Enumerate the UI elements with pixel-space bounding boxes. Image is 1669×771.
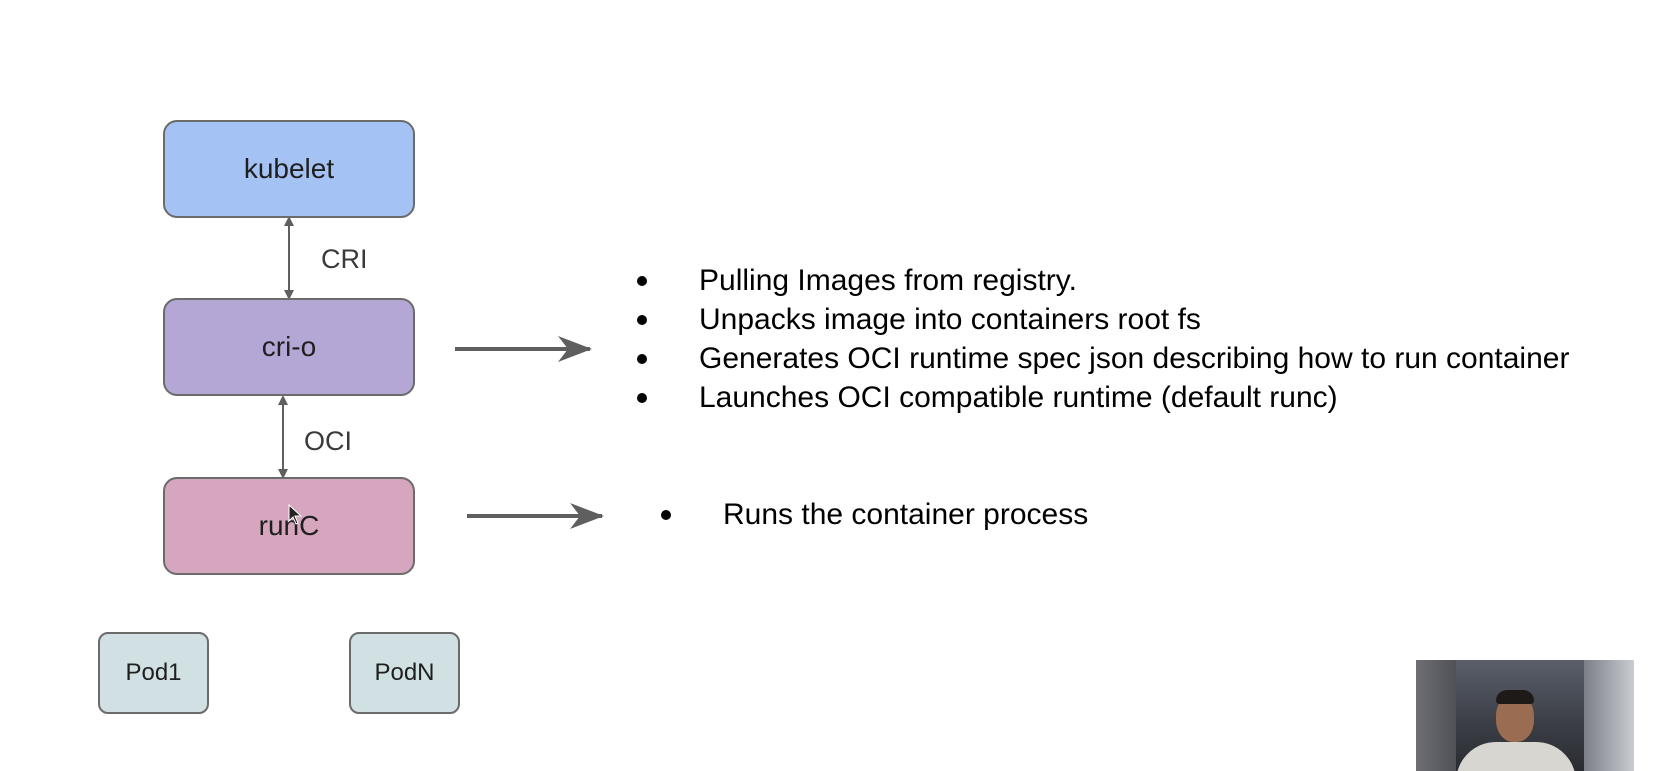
list-item: Unpacks image into containers root fs (637, 300, 1569, 339)
podn-box: PodN (349, 632, 460, 714)
kubelet-label: kubelet (243, 153, 335, 184)
podn-label: PodN (374, 659, 435, 686)
bullet-dot-icon (637, 354, 647, 364)
crio-responsibilities-list: Pulling Images from registry. Unpacks im… (637, 261, 1569, 417)
runc-box: runC (163, 477, 415, 575)
bullet-dot-icon (637, 276, 647, 286)
pod1-box: Pod1 (98, 632, 209, 714)
cri-label: CRI (321, 244, 368, 274)
crio-box: cri-o (163, 298, 415, 396)
mouse-pointer-icon (288, 503, 303, 525)
list-item: Generates OCI runtime spec json describi… (637, 339, 1569, 378)
list-item: Runs the container process (661, 495, 1088, 534)
presenter-webcam (1416, 660, 1634, 771)
kubelet-box: kubelet (163, 120, 415, 218)
bullet-dot-icon (661, 510, 671, 520)
list-item: Pulling Images from registry. (637, 261, 1569, 300)
bullet-dot-icon (637, 315, 647, 325)
list-item: Launches OCI compatible runtime (default… (637, 378, 1569, 417)
pod1-label: Pod1 (125, 659, 182, 686)
runc-responsibilities-list: Runs the container process (661, 495, 1088, 534)
crio-label: cri-o (261, 331, 317, 362)
oci-label: OCI (304, 426, 353, 456)
bullet-dot-icon (637, 393, 647, 403)
